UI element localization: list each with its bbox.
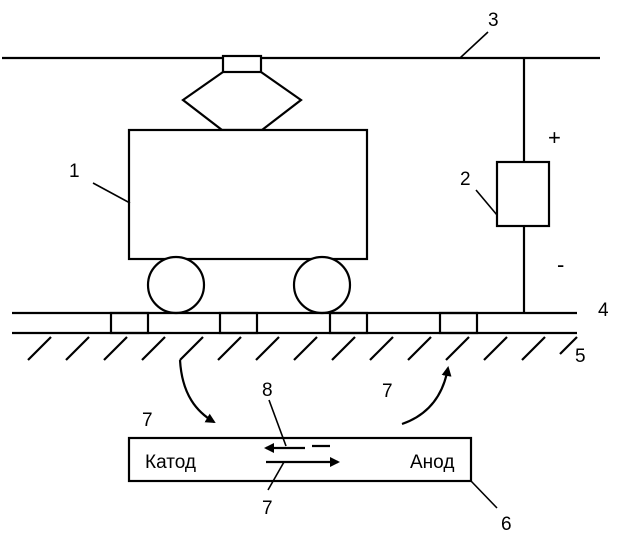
label-ground: 5	[575, 346, 586, 367]
pantograph-frame	[181, 71, 303, 132]
label-power-source: 2	[460, 169, 471, 190]
label-current-bottom: 7	[262, 498, 273, 519]
leader-6	[470, 480, 498, 509]
leader-1	[92, 182, 131, 204]
wheel-right	[292, 255, 352, 315]
label-structure: 6	[501, 514, 512, 535]
label-rail: 4	[598, 300, 609, 321]
label-current-left: 7	[142, 410, 153, 431]
leader-8	[268, 399, 287, 447]
sleeper	[109, 311, 150, 335]
sleeper	[218, 311, 259, 335]
label-tram: 1	[69, 161, 80, 182]
pantograph-shoe	[221, 54, 263, 74]
leader-3	[459, 31, 489, 59]
wheel-left	[146, 255, 206, 315]
leader-7-bottom	[267, 461, 285, 491]
sleeper	[328, 311, 369, 335]
tram-body	[127, 128, 369, 261]
current-arrow-into-cathode	[178, 359, 216, 424]
label-reverse-current: 8	[262, 380, 273, 401]
power-source	[495, 160, 551, 228]
ground-hatching	[27, 336, 578, 361]
current-arrow-out-of-anode	[401, 366, 452, 426]
polarity-minus: -	[557, 252, 564, 277]
label-current-right: 7	[382, 381, 393, 402]
anode-label: Анод	[410, 452, 454, 473]
polarity-plus: +	[548, 125, 561, 150]
underground-structure	[127, 436, 473, 483]
label-overhead-wire: 3	[488, 10, 499, 31]
leader-2	[475, 189, 498, 216]
cathode-label: Катод	[145, 452, 196, 473]
sleeper	[438, 311, 479, 335]
